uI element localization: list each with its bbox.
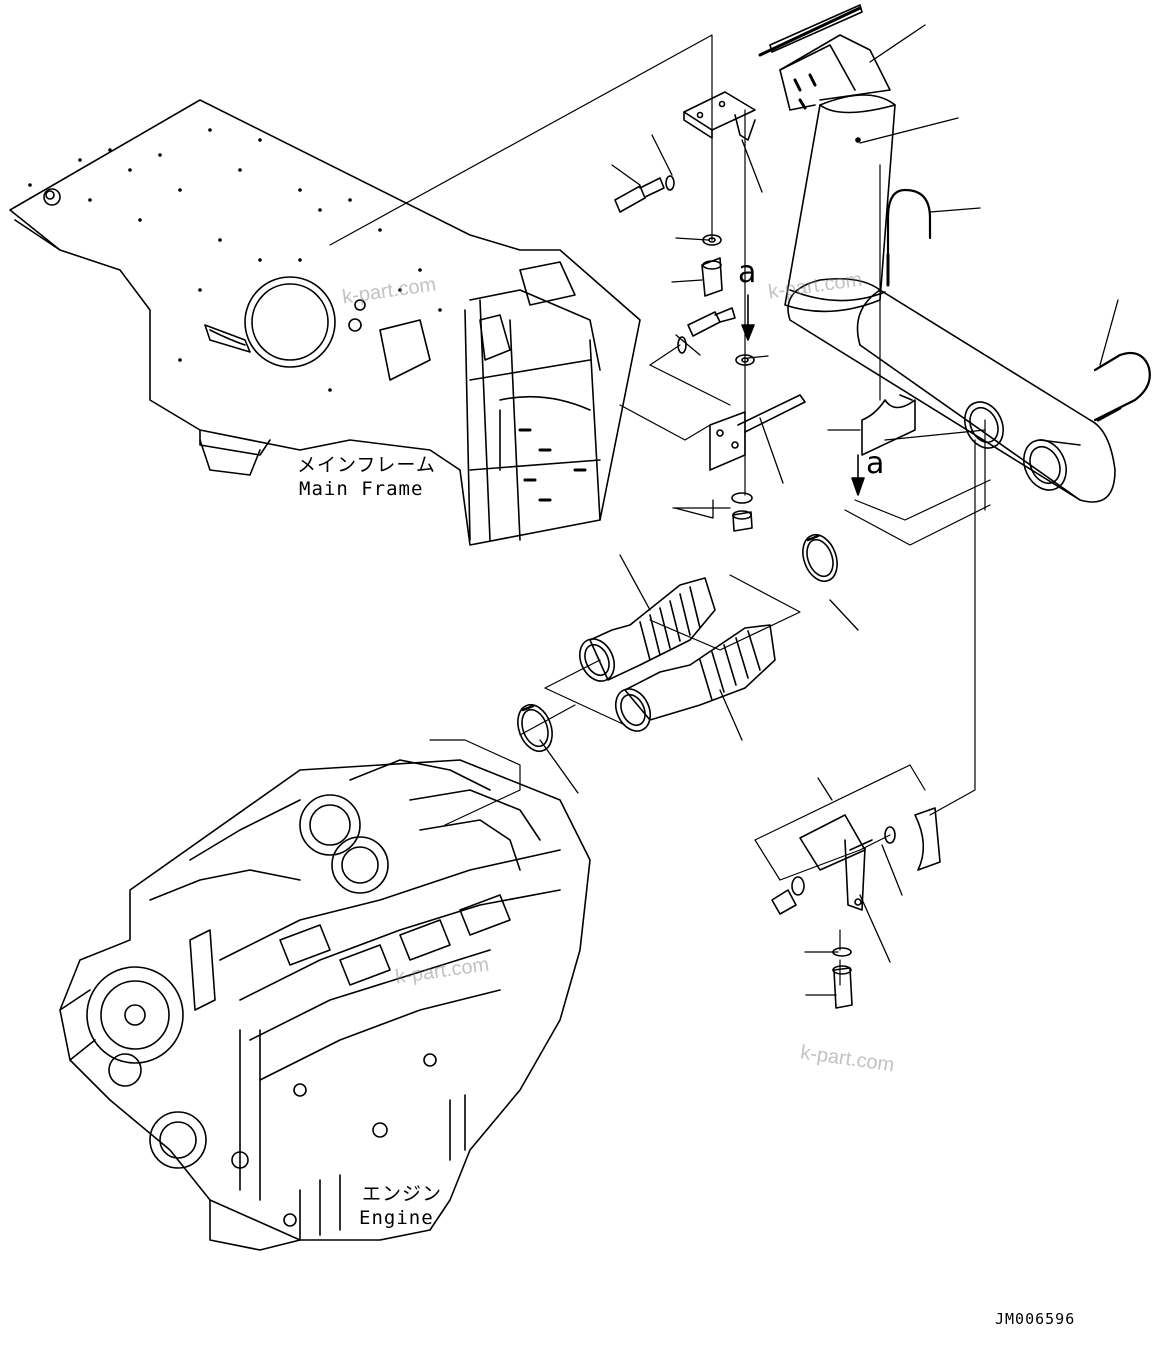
main-frame-label-jp: メインフレーム: [297, 454, 436, 476]
exhaust-elbow-pipe: [758, 4, 896, 313]
callout-leaders: [539, 24, 1119, 996]
fasteners: [614, 175, 755, 532]
view-marker-bottom: a: [866, 446, 885, 481]
clamp-lower: [517, 703, 553, 753]
reference-lines: [329, 34, 991, 986]
clamp-upper: [802, 533, 838, 583]
bellows-pipe-right: [614, 624, 776, 732]
view-arrows: [741, 294, 865, 496]
engine-outline: [59, 759, 591, 1251]
engine-label-jp: エンジン: [362, 1183, 443, 1205]
view-marker-top: a: [738, 255, 757, 290]
u-bolt-right: [1093, 351, 1151, 422]
engine-label-en: Engine: [359, 1207, 434, 1229]
main-frame-outline: [9, 99, 641, 546]
frame-dots: [28, 128, 442, 392]
silencer-pipe: [787, 277, 1116, 503]
saddle-clamp: [861, 394, 916, 456]
u-bolt-top: [886, 188, 932, 287]
upper-bracket: [683, 91, 756, 141]
bellows-pipe-left: [578, 577, 716, 682]
lower-bracket: [771, 807, 941, 1009]
main-frame-label-en: Main Frame: [299, 478, 424, 500]
drawing-id: JM006596: [995, 1310, 1076, 1328]
middle-bracket: [709, 394, 806, 471]
